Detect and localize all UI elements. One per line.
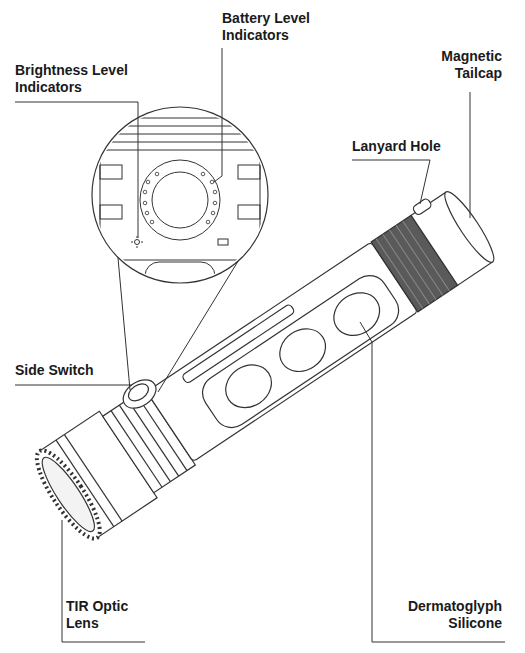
battery-icon bbox=[218, 239, 228, 245]
part-label: Side Switch bbox=[15, 362, 94, 379]
silicone-pad bbox=[326, 284, 388, 344]
brightness-icon bbox=[131, 236, 143, 248]
leader-lines bbox=[15, 48, 505, 642]
magnifier-line bbox=[118, 258, 130, 390]
part-label: Magnetic Tailcap bbox=[410, 48, 502, 82]
flashlight-body bbox=[25, 175, 506, 546]
part-label: Lanyard Hole bbox=[352, 138, 441, 155]
lens-bezel bbox=[27, 443, 110, 546]
part-label: Dermatoglyph Silicone bbox=[380, 598, 502, 632]
part-label: Battery Level Indicators bbox=[222, 10, 352, 44]
silicone-pad bbox=[218, 356, 280, 416]
side-switch bbox=[118, 374, 161, 414]
indicator-dots bbox=[143, 172, 217, 224]
silicone-pad bbox=[272, 320, 334, 380]
lanyard-hole bbox=[412, 198, 433, 216]
tir-lens bbox=[35, 452, 102, 537]
magnifier-inset bbox=[90, 107, 270, 392]
part-label: TIR Optic Lens bbox=[66, 598, 146, 632]
silicone-panel bbox=[196, 269, 406, 435]
part-label: Brightness Level Indicators bbox=[15, 62, 137, 96]
tailcap-end bbox=[439, 187, 501, 267]
